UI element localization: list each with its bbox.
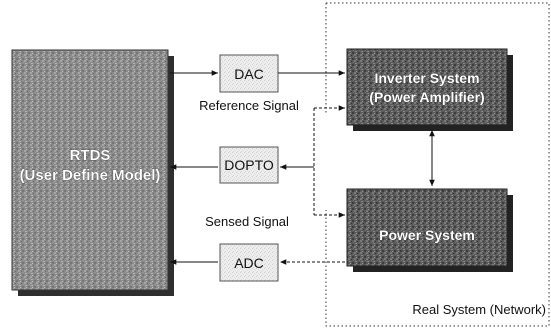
inverter-system-block: Inverter System (Power Amplifier) — [346, 48, 513, 131]
real-system-label: Real System (Network) — [412, 302, 546, 317]
inverter-label-line1: Inverter System — [374, 70, 479, 86]
inverter-label-line2: (Power Amplifier) — [369, 89, 484, 105]
dopto-label: DOPTO — [224, 157, 274, 173]
dopto-block: DOPTO — [219, 146, 279, 184]
dac-block: DAC — [219, 54, 279, 93]
power-system-block: Power System — [346, 188, 513, 272]
reference-signal-label: Reference Signal — [199, 98, 299, 113]
dac-label: DAC — [234, 66, 264, 82]
sensed-signal-label: Sensed Signal — [205, 214, 289, 229]
rtds-label-line1: RTDS — [70, 147, 111, 164]
connectors — [170, 70, 435, 265]
adc-label: ADC — [234, 255, 264, 271]
real-system-boundary — [325, 2, 550, 327]
adc-block: ADC — [219, 243, 279, 282]
rtds-block: RTDS (User Define Model) — [11, 49, 174, 296]
rtds-label-line2: (User Define Model) — [20, 167, 161, 184]
power-system-label: Power System — [379, 227, 475, 243]
